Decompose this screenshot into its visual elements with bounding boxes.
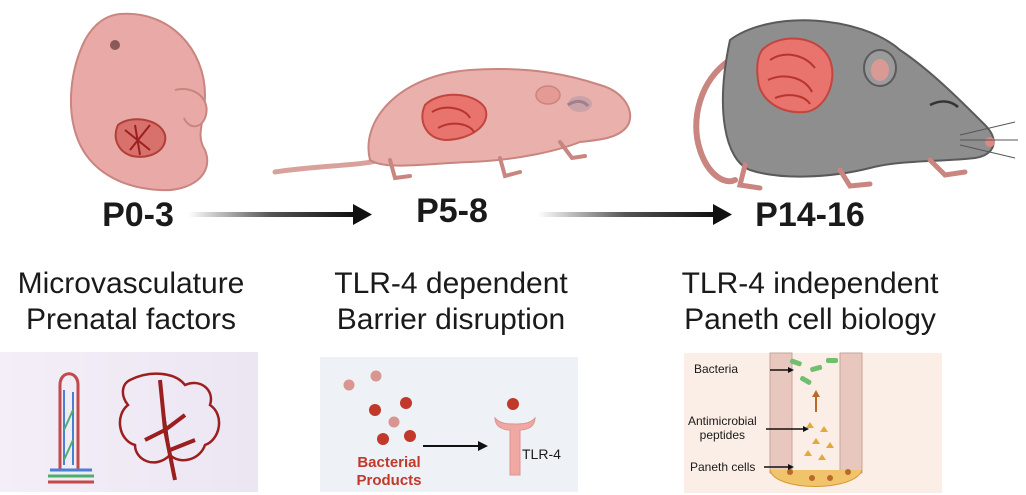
pup-illustration [272, 68, 632, 181]
stage-label-p0-3: P0-3 [102, 196, 174, 234]
tlr4-receptor-label: TLR-4 [522, 446, 561, 462]
stage2-desc-line2: Barrier disruption [336, 303, 566, 336]
embryo-illustration [70, 12, 209, 192]
adult-mouse-illustration [693, 19, 1018, 191]
stage-label-p14-16: P14-16 [755, 196, 865, 234]
bacteria-label: Bacteria [694, 362, 739, 376]
bacterial-products-label: Bacterial Products [344, 454, 434, 490]
arrow-p0-to-p5 [188, 204, 372, 225]
bacterial-label-line1: Bacterial [357, 454, 421, 471]
amp-label-line1: Antimicrobial [688, 414, 757, 428]
bacterial-products-panel [320, 357, 578, 492]
stage2-desc-line1: TLR-4 dependent [334, 267, 568, 300]
stage3-desc-line2: Paneth cell biology [684, 303, 936, 336]
amp-label-line2: peptides [699, 428, 746, 442]
arrow-p5-to-p14 [538, 204, 732, 225]
paneth-cell-panel [684, 352, 942, 493]
stage3-desc-line1: TLR-4 independent [681, 267, 939, 300]
stage1-desc-line1: Microvasculature [17, 267, 245, 300]
microvasculature-panel [0, 352, 258, 492]
antimicrobial-peptides-label: Antimicrobial peptides [688, 414, 757, 442]
bacterial-label-line2: Products [356, 472, 422, 489]
stage1-desc-line2: Prenatal factors [25, 303, 237, 336]
stage-label-p5-8: P5-8 [416, 192, 488, 230]
paneth-cells-label: Paneth cells [690, 460, 756, 474]
